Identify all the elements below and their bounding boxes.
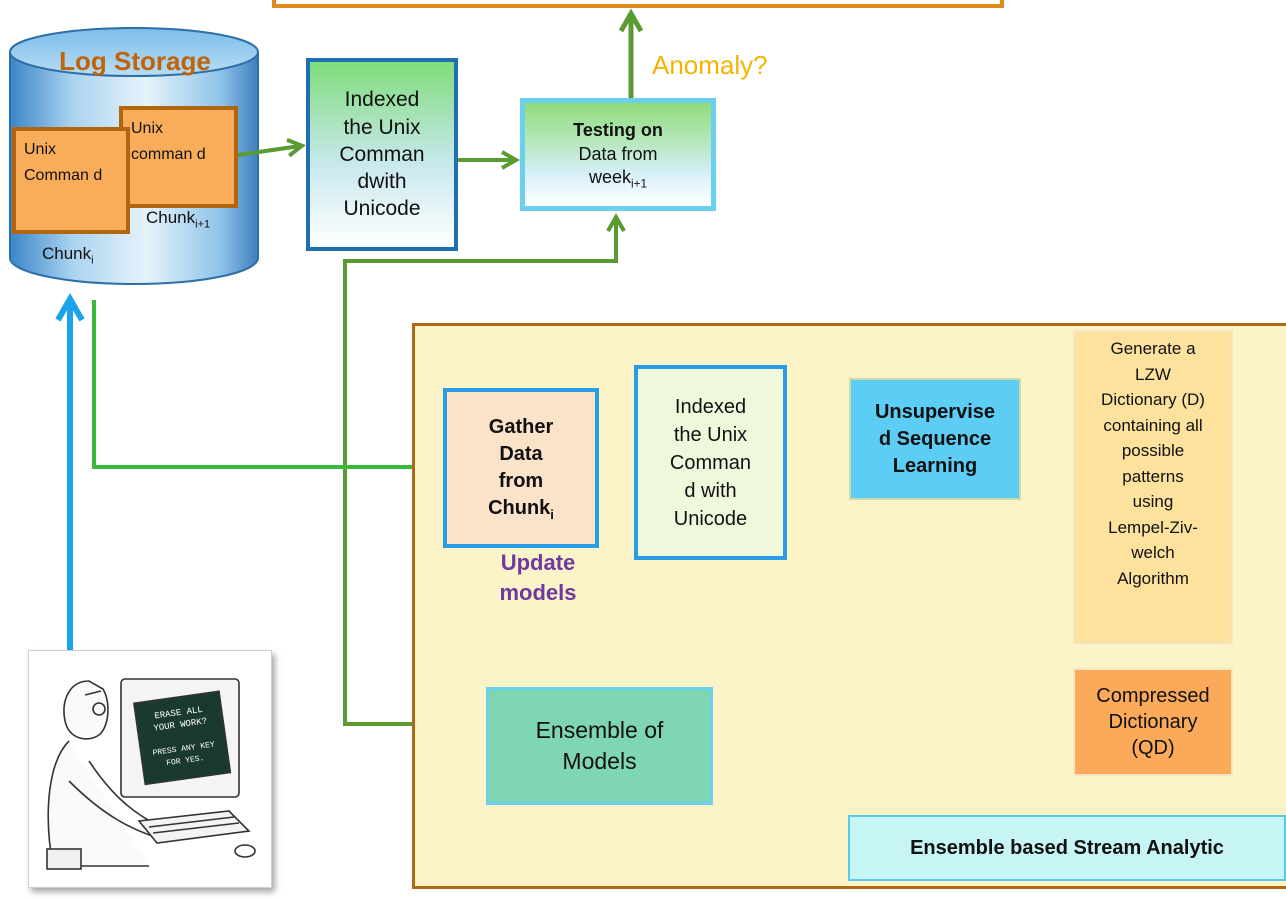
testing-week: weeki+1	[589, 167, 647, 191]
anomaly-label: Anomaly?	[652, 50, 768, 80]
gather-line: Data	[499, 443, 543, 465]
gather-line: Gather	[488, 416, 554, 438]
lzw-line: welch	[1131, 543, 1175, 562]
indexed-top-line: dwith	[357, 170, 407, 194]
lzw-dictionary-box: Generate a LZW Dictionary (D) containing…	[1073, 330, 1233, 644]
arrow-chunk-to-indexed	[237, 137, 306, 158]
indexed-unicode-box-panel: Indexed the Unix Comman d with Unicode	[634, 365, 787, 560]
testing-box: Testing on Data from weeki+1	[520, 98, 716, 211]
gather-data-box: Gather Data from Chunki	[443, 388, 599, 548]
gather-chunk: Chunki	[488, 497, 554, 522]
unsup-line: Unsupervise	[874, 400, 996, 423]
log-storage-title: Log Storage	[59, 46, 211, 76]
stream-label: Ensemble based Stream Analytic	[910, 836, 1224, 859]
ensemble-line: Models	[562, 748, 637, 774]
indexed-mid-line: Comman	[669, 451, 752, 474]
unsupervised-learning-box: Unsupervise d Sequence Learning	[849, 378, 1021, 500]
indexed-unicode-box-top: Indexed the Unix Comman dwith Unicode	[306, 58, 458, 251]
testing-title: Testing on	[573, 120, 663, 141]
lzw-line: LZW	[1135, 364, 1171, 384]
lzw-line: possible	[1121, 441, 1185, 460]
unsup-line: d Sequence	[878, 427, 992, 450]
qd-line: Dictionary	[1108, 711, 1198, 733]
lzw-line: Dictionary (D)	[1101, 390, 1205, 409]
user-illustration: ERASE ALL YOUR WORK? PRESS ANY KEY FOR Y…	[28, 650, 272, 888]
update-line: models	[499, 579, 577, 605]
chunk-i1-box: Unix comman d	[119, 106, 238, 208]
chunk-i1-label: Chunki+1	[146, 208, 211, 231]
chunk-i-label: Chunki	[42, 244, 94, 267]
compressed-dictionary-box: Compressed Dictionary (QD)	[1073, 668, 1233, 776]
indexed-top-line: Unicode	[343, 197, 421, 221]
chunk-i-box: Unix Comman d	[12, 127, 130, 234]
indexed-mid-line: d with	[684, 479, 737, 502]
output-box-top	[272, 0, 1004, 8]
testing-line: Data from	[578, 143, 658, 164]
arrow-storage-to-gather	[92, 300, 444, 477]
unsup-line: Learning	[892, 454, 978, 477]
lzw-line: Lempel-Ziv-	[1108, 517, 1198, 537]
lzw-line: containing all	[1103, 415, 1203, 435]
ensemble-line: Ensemble of	[535, 716, 664, 743]
user-at-computer-icon: ERASE ALL YOUR WORK? PRESS ANY KEY FOR Y…	[46, 678, 256, 870]
update-models-label: Update models	[478, 548, 598, 607]
lzw-line: patterns	[1122, 466, 1184, 486]
lzw-line: Algorithm	[1117, 568, 1189, 588]
update-line: Update	[500, 550, 576, 575]
arrow-ensemble-to-testing	[343, 212, 626, 726]
indexed-top-line: the Unix	[343, 115, 421, 139]
gather-line: from	[498, 470, 544, 492]
indexed-mid-line: Indexed	[674, 395, 747, 418]
lzw-line: using	[1132, 492, 1174, 511]
qd-line: Compressed	[1096, 685, 1210, 707]
stream-analytic-box: Ensemble based Stream Analytic	[848, 815, 1286, 881]
indexed-mid-line: the Unix	[673, 423, 748, 446]
ensemble-models-box: Ensemble of Models	[486, 687, 713, 805]
lzw-line: Generate a	[1110, 339, 1196, 358]
indexed-top-line: Indexed	[344, 88, 420, 112]
indexed-top-line: Comman	[339, 142, 425, 166]
qd-line: (QD)	[1131, 737, 1175, 759]
indexed-mid-line: Unicode	[673, 507, 748, 530]
